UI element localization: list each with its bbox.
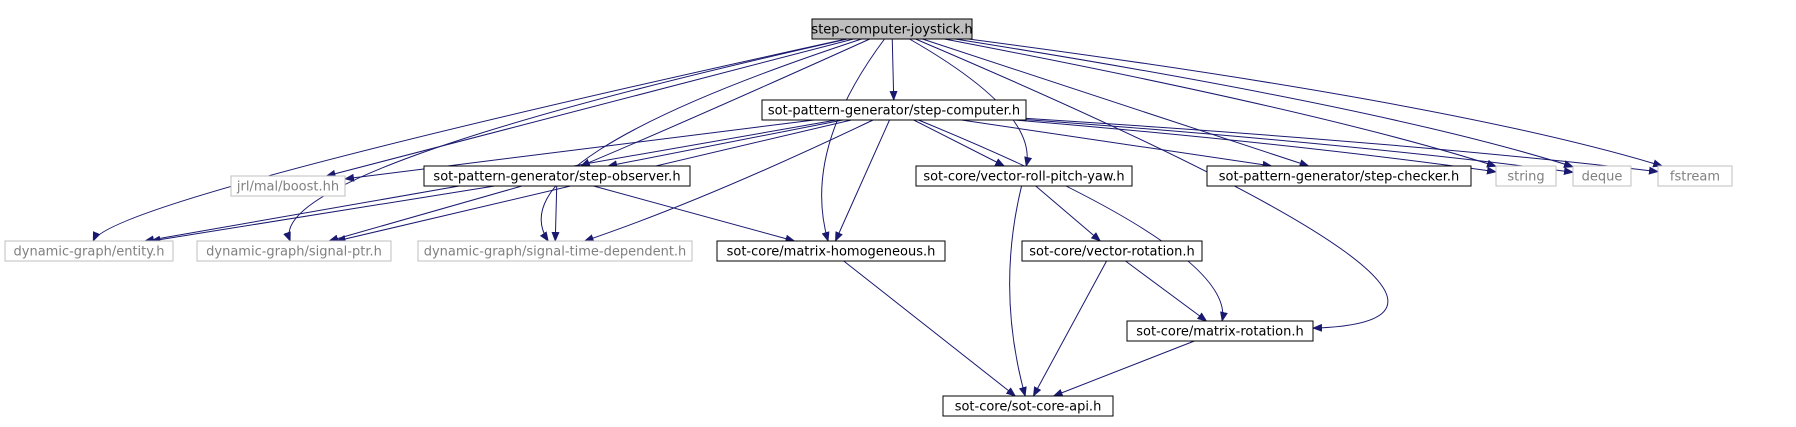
node-label-deque: deque — [1582, 170, 1623, 185]
node-label-matrot: sot-core/matrix-rotation.h — [1136, 325, 1303, 340]
node-deque[interactable]: deque — [1572, 165, 1632, 187]
node-label-mathomog: sot-core/matrix-homogeneous.h — [727, 245, 936, 260]
edge-vrpy-to-api — [1009, 185, 1027, 397]
edge-stepcomputer-to-signaltime — [583, 119, 874, 242]
edge-stepcomputer-to-vrpy — [913, 119, 1006, 167]
node-signaltime[interactable]: dynamic-graph/signal-time-dependent.h — [417, 240, 693, 262]
node-label-entity: dynamic-graph/entity.h — [14, 245, 165, 260]
node-label-signalptr: dynamic-graph/signal-ptr.h — [206, 245, 382, 260]
edge-stepobserver-to-mathomog — [593, 185, 796, 243]
node-stepcomputer[interactable]: sot-pattern-generator/step-computer.h — [761, 99, 1027, 121]
node-root[interactable]: step-computer-joystick.h — [811, 18, 973, 40]
edge-root-to-signalptr — [283, 38, 848, 242]
node-box-deque — [1572, 165, 1632, 187]
node-entity[interactable]: dynamic-graph/entity.h — [4, 240, 174, 262]
node-box-entity — [4, 240, 174, 262]
edge-vrot-to-api — [1032, 260, 1108, 397]
node-box-root — [811, 18, 973, 40]
node-label-vrot: sot-core/vector-rotation.h — [1029, 245, 1195, 260]
node-mathomog[interactable]: sot-core/matrix-homogeneous.h — [716, 240, 946, 262]
node-box-stepobserver — [423, 165, 691, 187]
node-box-matrot — [1126, 320, 1314, 342]
node-label-api: sot-core/sot-core-api.h — [955, 400, 1102, 415]
node-label-stepchecker: sot-pattern-generator/step-checker.h — [1219, 170, 1459, 185]
node-box-api — [942, 395, 1114, 417]
node-string[interactable]: string — [1495, 165, 1557, 187]
edge-stepcomputer-to-boost — [344, 119, 815, 182]
node-boost[interactable]: jrl/mal/boost.hh — [230, 175, 346, 197]
edge-stepcomputer-to-stepchecker — [961, 119, 1273, 169]
edge-stepobserver-to-signalptr — [328, 185, 523, 243]
node-stepobserver[interactable]: sot-pattern-generator/step-observer.h — [423, 165, 691, 187]
node-box-string — [1495, 165, 1557, 187]
edge-stepcomputer-to-entity — [143, 119, 837, 244]
node-matrot[interactable]: sot-core/matrix-rotation.h — [1126, 320, 1314, 342]
node-box-boost — [230, 175, 346, 197]
edge-root-to-boost — [325, 38, 854, 178]
nodes-layer: step-computer-joystick.h sot-pattern-gene… — [4, 18, 1733, 417]
edge-stepcomputer-to-stepobserver — [607, 119, 844, 169]
edge-stepobserver-to-entity — [150, 185, 495, 244]
edge-root-to-stepobserver — [579, 38, 871, 167]
edge-vrot-to-matrot — [1125, 260, 1208, 322]
node-vrot[interactable]: sot-core/vector-rotation.h — [1021, 240, 1203, 262]
node-box-stepchecker — [1206, 165, 1472, 187]
edge-stepcomputer-to-fstream — [1025, 117, 1659, 175]
edge-vrpy-to-vrot — [1035, 185, 1102, 242]
node-label-fstream: fstream — [1670, 170, 1720, 185]
edge-stepcomputer-to-deque — [1025, 119, 1574, 176]
node-box-fstream — [1657, 165, 1733, 187]
node-label-root: step-computer-joystick.h — [811, 23, 972, 38]
edge-stepcomputer-to-mathomog — [835, 119, 890, 242]
node-box-signalptr — [196, 240, 392, 262]
edge-root-to-signaltime — [539, 38, 862, 242]
node-label-stepobserver: sot-pattern-generator/step-observer.h — [433, 170, 680, 185]
edge-root-to-stepchecker — [922, 38, 1310, 167]
edge-stepcomputer-to-string — [1013, 119, 1497, 175]
node-box-stepcomputer — [761, 99, 1027, 121]
edge-root-to-matrot — [915, 38, 1389, 332]
node-box-vrot — [1021, 240, 1203, 262]
node-label-boost: jrl/mal/boost.hh — [236, 180, 339, 195]
node-vrpy[interactable]: sot-core/vector-roll-pitch-yaw.h — [915, 165, 1133, 187]
node-label-vrpy: sot-core/vector-roll-pitch-yaw.h — [923, 170, 1124, 185]
edge-root-to-stepcomputer — [889, 38, 898, 101]
edge-root-to-deque — [954, 38, 1574, 168]
node-signalptr[interactable]: dynamic-graph/signal-ptr.h — [196, 240, 392, 262]
node-fstream[interactable]: fstream — [1657, 165, 1733, 187]
node-label-signaltime: dynamic-graph/signal-time-dependent.h — [424, 245, 687, 260]
node-box-vrpy — [915, 165, 1133, 187]
node-label-string: string — [1507, 170, 1544, 185]
edge-mathomog-to-api — [843, 260, 1017, 397]
node-stepchecker[interactable]: sot-pattern-generator/step-checker.h — [1206, 165, 1472, 187]
edge-stepcomputer-to-matrot — [918, 119, 1228, 322]
edge-root-to-string — [944, 38, 1497, 168]
edge-matrot-to-api — [1052, 340, 1195, 397]
node-api[interactable]: sot-core/sot-core-api.h — [942, 395, 1114, 417]
edge-root-to-entity — [92, 38, 847, 242]
node-box-mathomog — [716, 240, 946, 262]
edge-root-to-mathomog — [821, 38, 885, 242]
edges-layer — [92, 38, 1664, 397]
node-box-signaltime — [417, 240, 693, 262]
edge-root-to-fstream — [968, 38, 1664, 168]
node-label-stepcomputer: sot-pattern-generator/step-computer.h — [768, 104, 1020, 119]
edge-stepobserver-to-signaltime — [551, 185, 560, 242]
